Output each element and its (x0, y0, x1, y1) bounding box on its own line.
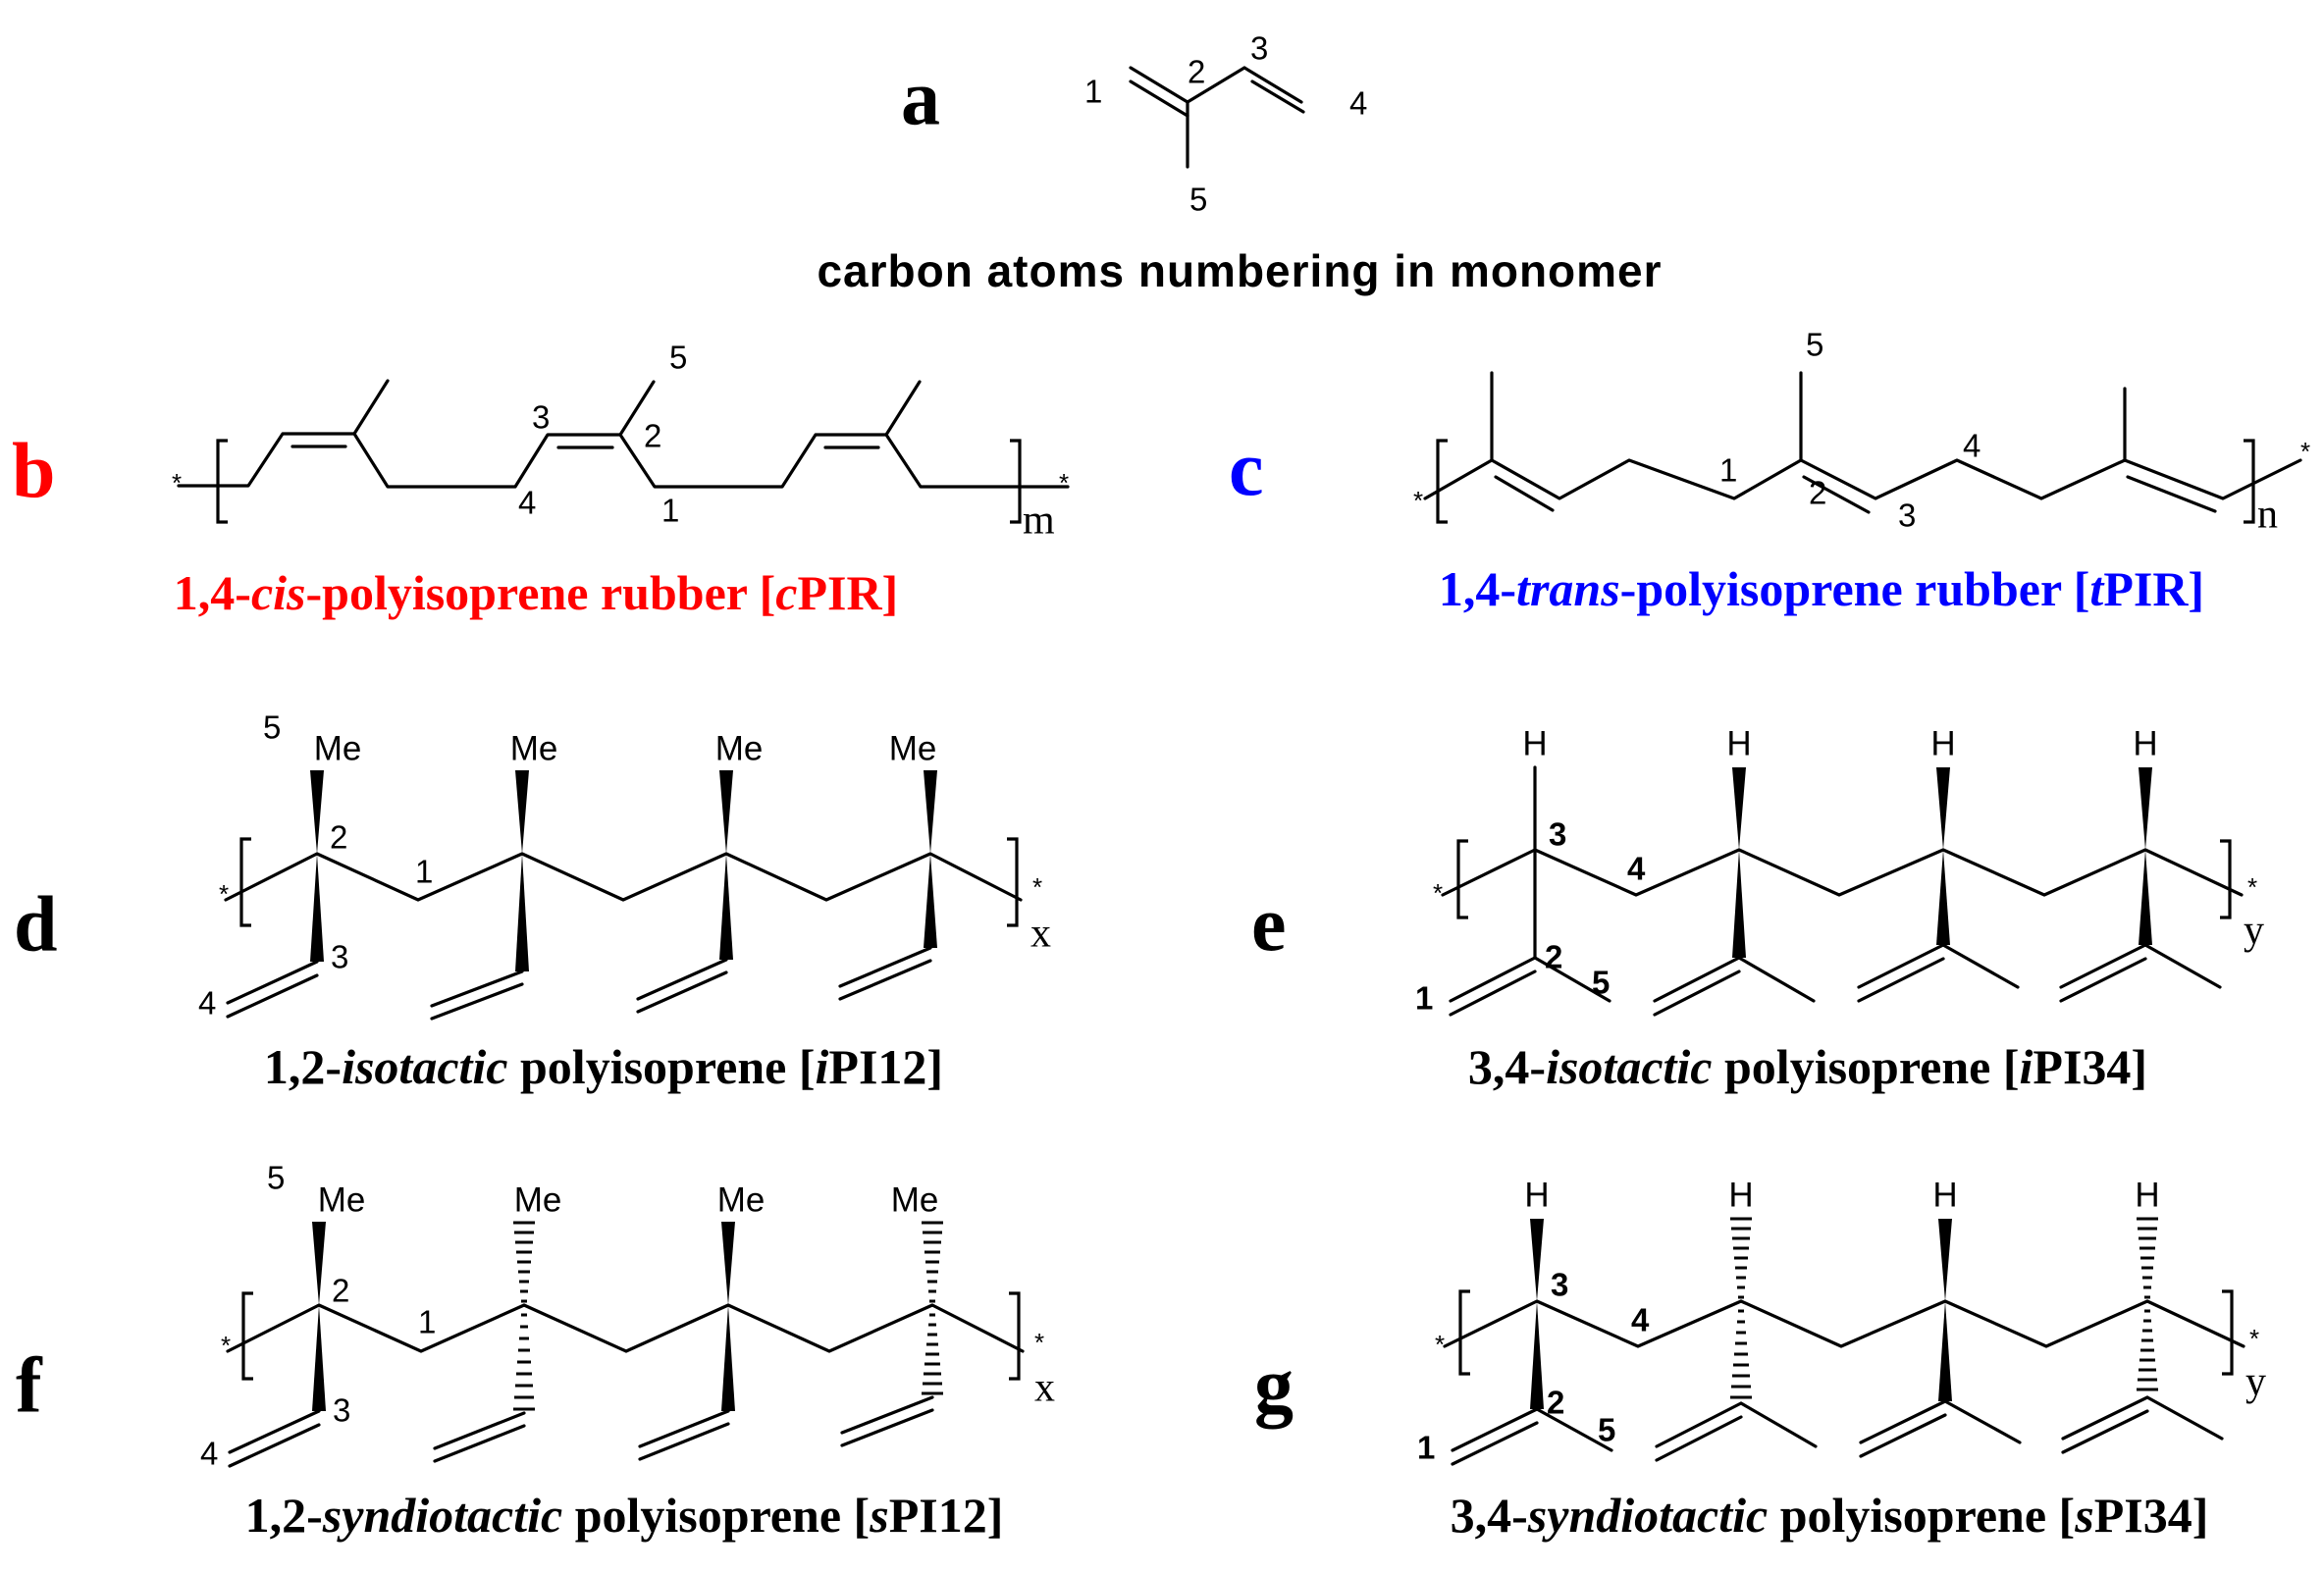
panel-c-atom-2: 2 (1809, 475, 1826, 511)
panel-d-caption: 1,2-isotactic polyisoprene [iPI12] (264, 1039, 943, 1094)
panel-d-atom-2: 2 (330, 819, 347, 856)
panel-f-atom-1: 1 (418, 1304, 436, 1340)
isoprene-monomer-structure (1129, 66, 1305, 169)
panel-b-caption: 1,4-cis-polyisoprene rubber [cPIR] (174, 565, 898, 620)
panel-d-methyl-label-3: Me (715, 729, 764, 767)
panel-b: b * * 3 2 5 4 1 m 1,4-cis-polyisoprene r… (12, 340, 1070, 620)
panel-d-repeat-subscript: x (1030, 912, 1051, 957)
panel-c-repeat-subscript: n (2257, 493, 2278, 538)
panel-c-atom-4: 4 (1963, 428, 1981, 464)
panel-f-atom-5: 5 (267, 1160, 285, 1196)
panel-g-atom-1: 1 (1417, 1430, 1435, 1466)
panel-b-atom-2: 2 (644, 418, 661, 454)
panel-f-repeat-subscript: x (1034, 1366, 1055, 1411)
panel-b-repeat-subscript: m (1023, 498, 1055, 544)
trans-polyisoprene-structure (1423, 371, 2302, 524)
panel-d-end-marker-right: * (1032, 872, 1042, 902)
panel-g-end-marker-right: * (2249, 1324, 2259, 1353)
isotactic-12-polyisoprene-structure (224, 770, 1023, 1021)
panel-d-atom-1: 1 (415, 854, 433, 890)
panel-c-atom-3: 3 (1898, 498, 1916, 534)
panel-g-atom-5: 5 (1598, 1412, 1615, 1448)
isotactic-34-polyisoprene-structure (1441, 765, 2244, 1017)
panel-e-hydrogen-label-3: H (1930, 724, 1955, 762)
panel-f-atom-3: 3 (333, 1392, 350, 1429)
panel-g-hydrogen-label-3: H (1932, 1176, 1957, 1214)
panel-c-atom-1: 1 (1719, 452, 1737, 489)
panel-d-methyl-label-2: Me (510, 729, 558, 767)
panel-e-hydrogen-label-4: H (2133, 724, 2157, 762)
panel-c: c * * 5 1 2 3 4 n 1,4-trans-polyisoprene… (1229, 327, 2310, 617)
panel-g-end-marker-left: * (1435, 1330, 1445, 1359)
panel-g-hydrogen-label-1: H (1524, 1176, 1549, 1214)
panel-d-atom-4: 4 (198, 985, 216, 1022)
panel-f-letter: f (16, 1342, 43, 1429)
panel-f-caption: 1,2-syndiotactic polyisoprene [sPI12] (245, 1488, 1004, 1543)
panel-b-end-marker-right: * (1059, 468, 1069, 498)
panel-d-letter: d (14, 881, 58, 968)
panel-a-atom-1: 1 (1084, 74, 1102, 110)
panel-e-repeat-subscript: y (2244, 909, 2264, 954)
panel-g-repeat-subscript: y (2245, 1360, 2266, 1405)
panel-a: a 1 2 3 4 5 carbon atoms numbering in mo… (817, 30, 1662, 296)
panel-f-methyl-label-3: Me (717, 1180, 766, 1219)
panel-e: e * * H H (1251, 724, 2264, 1094)
panel-e-hydrogen-label-2: H (1726, 724, 1751, 762)
panel-g-atom-3: 3 (1551, 1267, 1568, 1303)
panel-c-caption: 1,4-trans-polyisoprene rubber [tPIR] (1439, 561, 2204, 616)
panel-f-methyl-label-1: Me (318, 1180, 366, 1219)
panel-d: d * * Me Me Me Me 5 2 (14, 709, 1051, 1095)
cis-polyisoprene-structure (177, 379, 1070, 524)
panel-b-end-marker-left: * (172, 468, 182, 498)
panel-a-atom-3: 3 (1250, 30, 1268, 67)
panel-d-end-marker-left: * (219, 879, 229, 909)
panel-f-end-marker-left: * (221, 1331, 231, 1360)
panel-e-hydrogen-label-1: H (1522, 724, 1547, 762)
panel-g-caption: 3,4-syndiotactic polyisoprene [sPI34] (1451, 1488, 2209, 1543)
panel-g-atom-4: 4 (1631, 1302, 1650, 1338)
panel-c-end-marker-left: * (1413, 486, 1423, 515)
panel-e-atom-2: 2 (1545, 939, 1562, 975)
panel-a-atom-5: 5 (1189, 182, 1207, 218)
panel-e-atom-3: 3 (1549, 816, 1566, 853)
syndiotactic-12-polyisoprene-structure (226, 1221, 1025, 1468)
panel-e-letter: e (1251, 881, 1287, 968)
panel-a-caption: carbon atoms numbering in monomer (817, 245, 1662, 296)
panel-f-methyl-label-2: Me (514, 1180, 562, 1219)
panel-f-end-marker-right: * (1034, 1328, 1044, 1357)
panel-b-atom-5: 5 (669, 340, 687, 376)
panel-a-atom-2: 2 (1188, 54, 1205, 90)
panel-b-atom-3: 3 (532, 399, 550, 436)
panel-e-atom-1: 1 (1415, 980, 1433, 1017)
panel-a-atom-4: 4 (1349, 85, 1367, 122)
panel-e-atom-5: 5 (1592, 965, 1610, 1001)
panel-g: g (1254, 1176, 2266, 1543)
panel-e-end-marker-left: * (1433, 878, 1443, 908)
panel-d-atom-3: 3 (331, 939, 348, 975)
panel-e-atom-4: 4 (1627, 851, 1646, 887)
panel-b-letter: b (12, 428, 56, 514)
panel-e-caption: 3,4-isotactic polyisoprene [iPI34] (1468, 1039, 2147, 1094)
panel-e-end-marker-right: * (2247, 872, 2257, 902)
panel-b-atom-4: 4 (518, 485, 536, 521)
panel-d-methyl-label-1: Me (314, 729, 362, 767)
panel-d-atom-5: 5 (263, 709, 281, 746)
panel-g-atom-2: 2 (1547, 1385, 1564, 1421)
panel-f-atom-4: 4 (200, 1436, 218, 1472)
panel-b-atom-1: 1 (661, 493, 679, 529)
panel-g-hydrogen-label-4: H (2135, 1176, 2159, 1214)
panel-f: f (16, 1160, 1055, 1544)
panel-g-letter: g (1254, 1342, 1294, 1429)
panel-c-letter: c (1229, 426, 1264, 512)
panel-f-methyl-label-4: Me (891, 1180, 939, 1219)
panel-a-letter: a (901, 55, 940, 141)
panel-c-end-marker-right: * (2300, 437, 2310, 466)
syndiotactic-34-polyisoprene-structure (1443, 1217, 2245, 1466)
panel-c-atom-5: 5 (1806, 327, 1823, 363)
panel-d-methyl-label-4: Me (889, 729, 937, 767)
panel-f-atom-2: 2 (332, 1273, 349, 1309)
panel-g-hydrogen-label-2: H (1728, 1176, 1753, 1214)
